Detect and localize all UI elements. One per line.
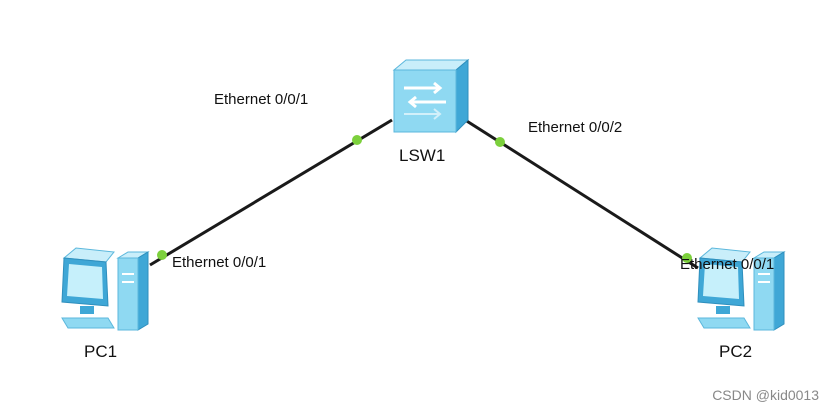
device-label-pc1: PC1: [84, 342, 118, 361]
pc-icon: [697, 247, 786, 331]
port-label-pc1-e001: Ethernet 0/0/1: [172, 254, 267, 271]
switch-icon: [392, 58, 470, 134]
port-label-lsw1-e002: Ethernet 0/0/2: [528, 119, 623, 136]
device-label-pc2: PC2: [719, 342, 753, 361]
switch-node-lsw1[interactable]: [388, 58, 470, 134]
port-label-pc2-e001: Ethernet 0/0/1: [680, 256, 775, 273]
pc-icon: [61, 247, 150, 331]
port-status-pc1-e001: [157, 250, 167, 260]
pc-node-pc1[interactable]: [58, 244, 154, 334]
port-status-lsw1-e001: [352, 135, 362, 145]
link-lsw1-pc1[interactable]: [149, 118, 393, 267]
device-label-lsw1: LSW1: [399, 146, 446, 165]
port-status-pc2-e001: [682, 253, 692, 263]
port-status-lsw1-e002: [495, 137, 505, 147]
watermark-text: CSDN @kid0013: [712, 387, 819, 403]
port-label-lsw1-e001: Ethernet 0/0/1: [214, 91, 309, 108]
pc-node-pc2[interactable]: [694, 244, 790, 334]
